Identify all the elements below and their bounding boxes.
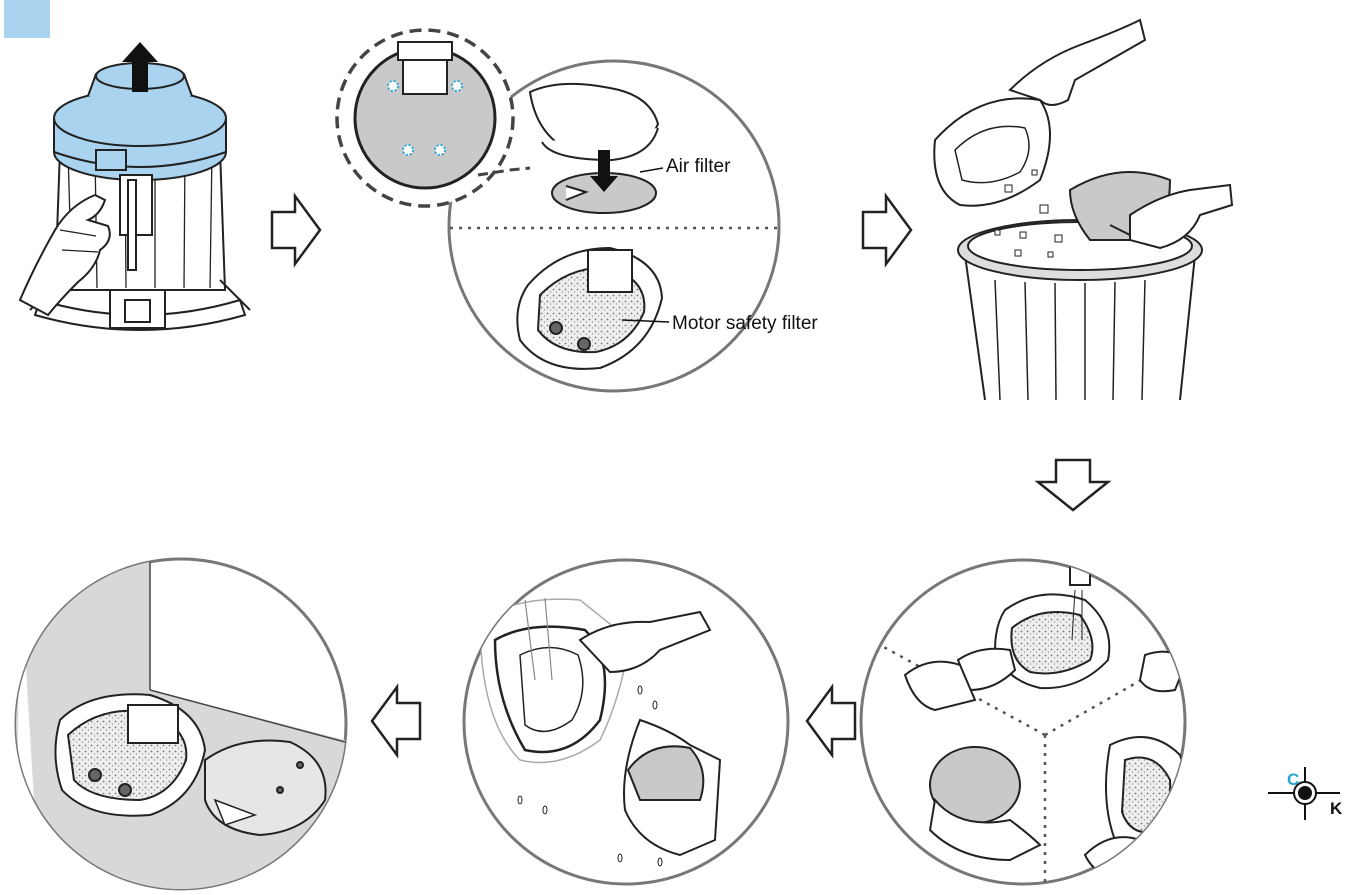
step3-empty-trash-illustration — [934, 20, 1232, 400]
arrow-left-icon — [372, 687, 420, 755]
step6-dry-in-shade-circle — [16, 559, 346, 895]
registration-letter-c: C — [1287, 770, 1299, 790]
step1-vacuum-illustration — [20, 63, 250, 330]
arrow-down-icon — [1038, 460, 1108, 510]
arrow-right-icon — [272, 196, 320, 264]
arrow-left-icon — [807, 687, 855, 755]
motor-safety-filter-label: Motor safety filter — [672, 313, 818, 335]
step4-wash-parts-circle — [861, 560, 1186, 895]
air-filter-label: Air filter — [666, 156, 730, 178]
arrow-right-icon — [863, 196, 911, 264]
step5-dry-parts-circle — [464, 560, 788, 884]
registration-letter-k: K — [1330, 799, 1342, 819]
